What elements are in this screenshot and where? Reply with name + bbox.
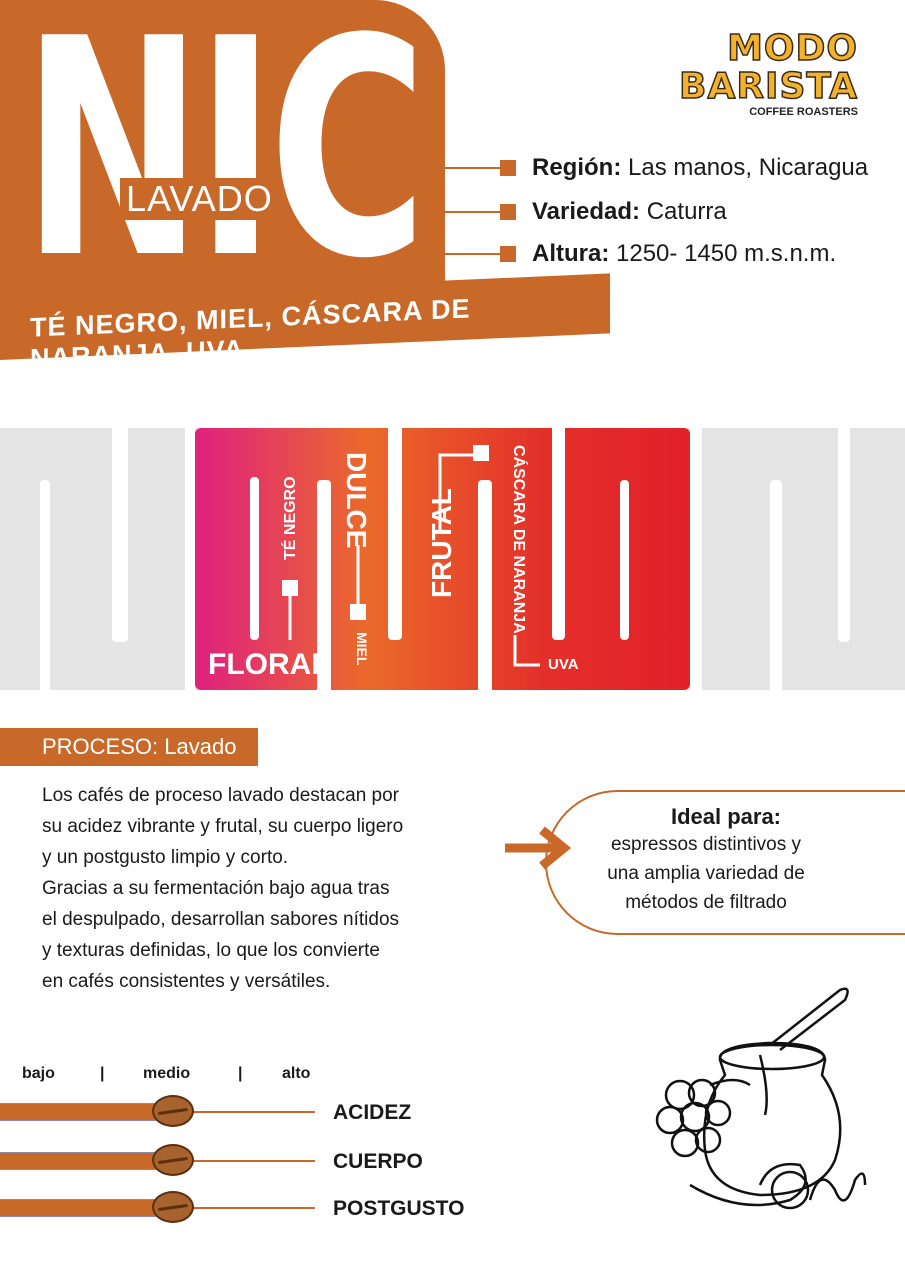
rating-label: POSTGUSTO [333, 1197, 465, 1220]
info-variety: Variedad: Caturra [445, 198, 727, 226]
process-title: PROCESO: Lavado [0, 728, 258, 766]
origin-code: NIC [22, 0, 427, 324]
info-altitude: Altura: 1250- 1450 m.s.n.m. [445, 240, 836, 268]
rating-label: CUERPO [333, 1150, 423, 1173]
flavor-wheel-band [0, 420, 905, 700]
flavor-frutal: FRUTAL [426, 488, 457, 598]
coffee-bean-icon [152, 1191, 194, 1223]
rating-acidez [0, 1095, 320, 1127]
flavor-floral: FLORAL [208, 648, 330, 681]
rating-postgusto [0, 1191, 320, 1223]
ideal-title: Ideal para: [670, 804, 782, 829]
tasting-notes: TÉ NEGRO, MIEL, CÁSCARA DE NARANJA, UVA [30, 293, 471, 374]
scale-sep: | [100, 1065, 105, 1082]
flavor-cascara: CÁSCARA DE NARANJA [510, 445, 527, 634]
flavor-miel: MIEL [354, 632, 370, 666]
rating-label: ACIDEZ [333, 1101, 412, 1124]
flavor-dulce: DULCE [341, 452, 372, 549]
scale-sep: | [238, 1065, 243, 1082]
process-description: Los cafés de proceso lavado destacan por… [42, 785, 404, 992]
info-region: Región: Las manos, Nicaragua [445, 154, 868, 182]
scale-mid: medio [143, 1065, 191, 1082]
coffee-bean-icon [152, 1095, 194, 1127]
bullet-icon [500, 246, 516, 262]
process-tag: LAVADO [120, 178, 279, 220]
scale-low: bajo [22, 1065, 55, 1082]
rating-cuerpo [0, 1144, 320, 1176]
bullet-icon [500, 204, 516, 220]
logo-sub: COFFEE ROASTERS [749, 106, 858, 118]
flavor-uva: UVA [548, 656, 579, 673]
bullet-icon [500, 160, 516, 176]
header-panel [0, 0, 445, 315]
scale-high: alto [282, 1065, 311, 1082]
logo-name: MODO BARISTA [678, 28, 858, 107]
brand-logo: MODO BARISTA COFFEE ROASTERS [625, 28, 858, 118]
flavor-te-negro: TÉ NEGRO [282, 476, 299, 560]
honey-jar-illustration [655, 987, 867, 1210]
coffee-bean-icon [152, 1144, 194, 1176]
